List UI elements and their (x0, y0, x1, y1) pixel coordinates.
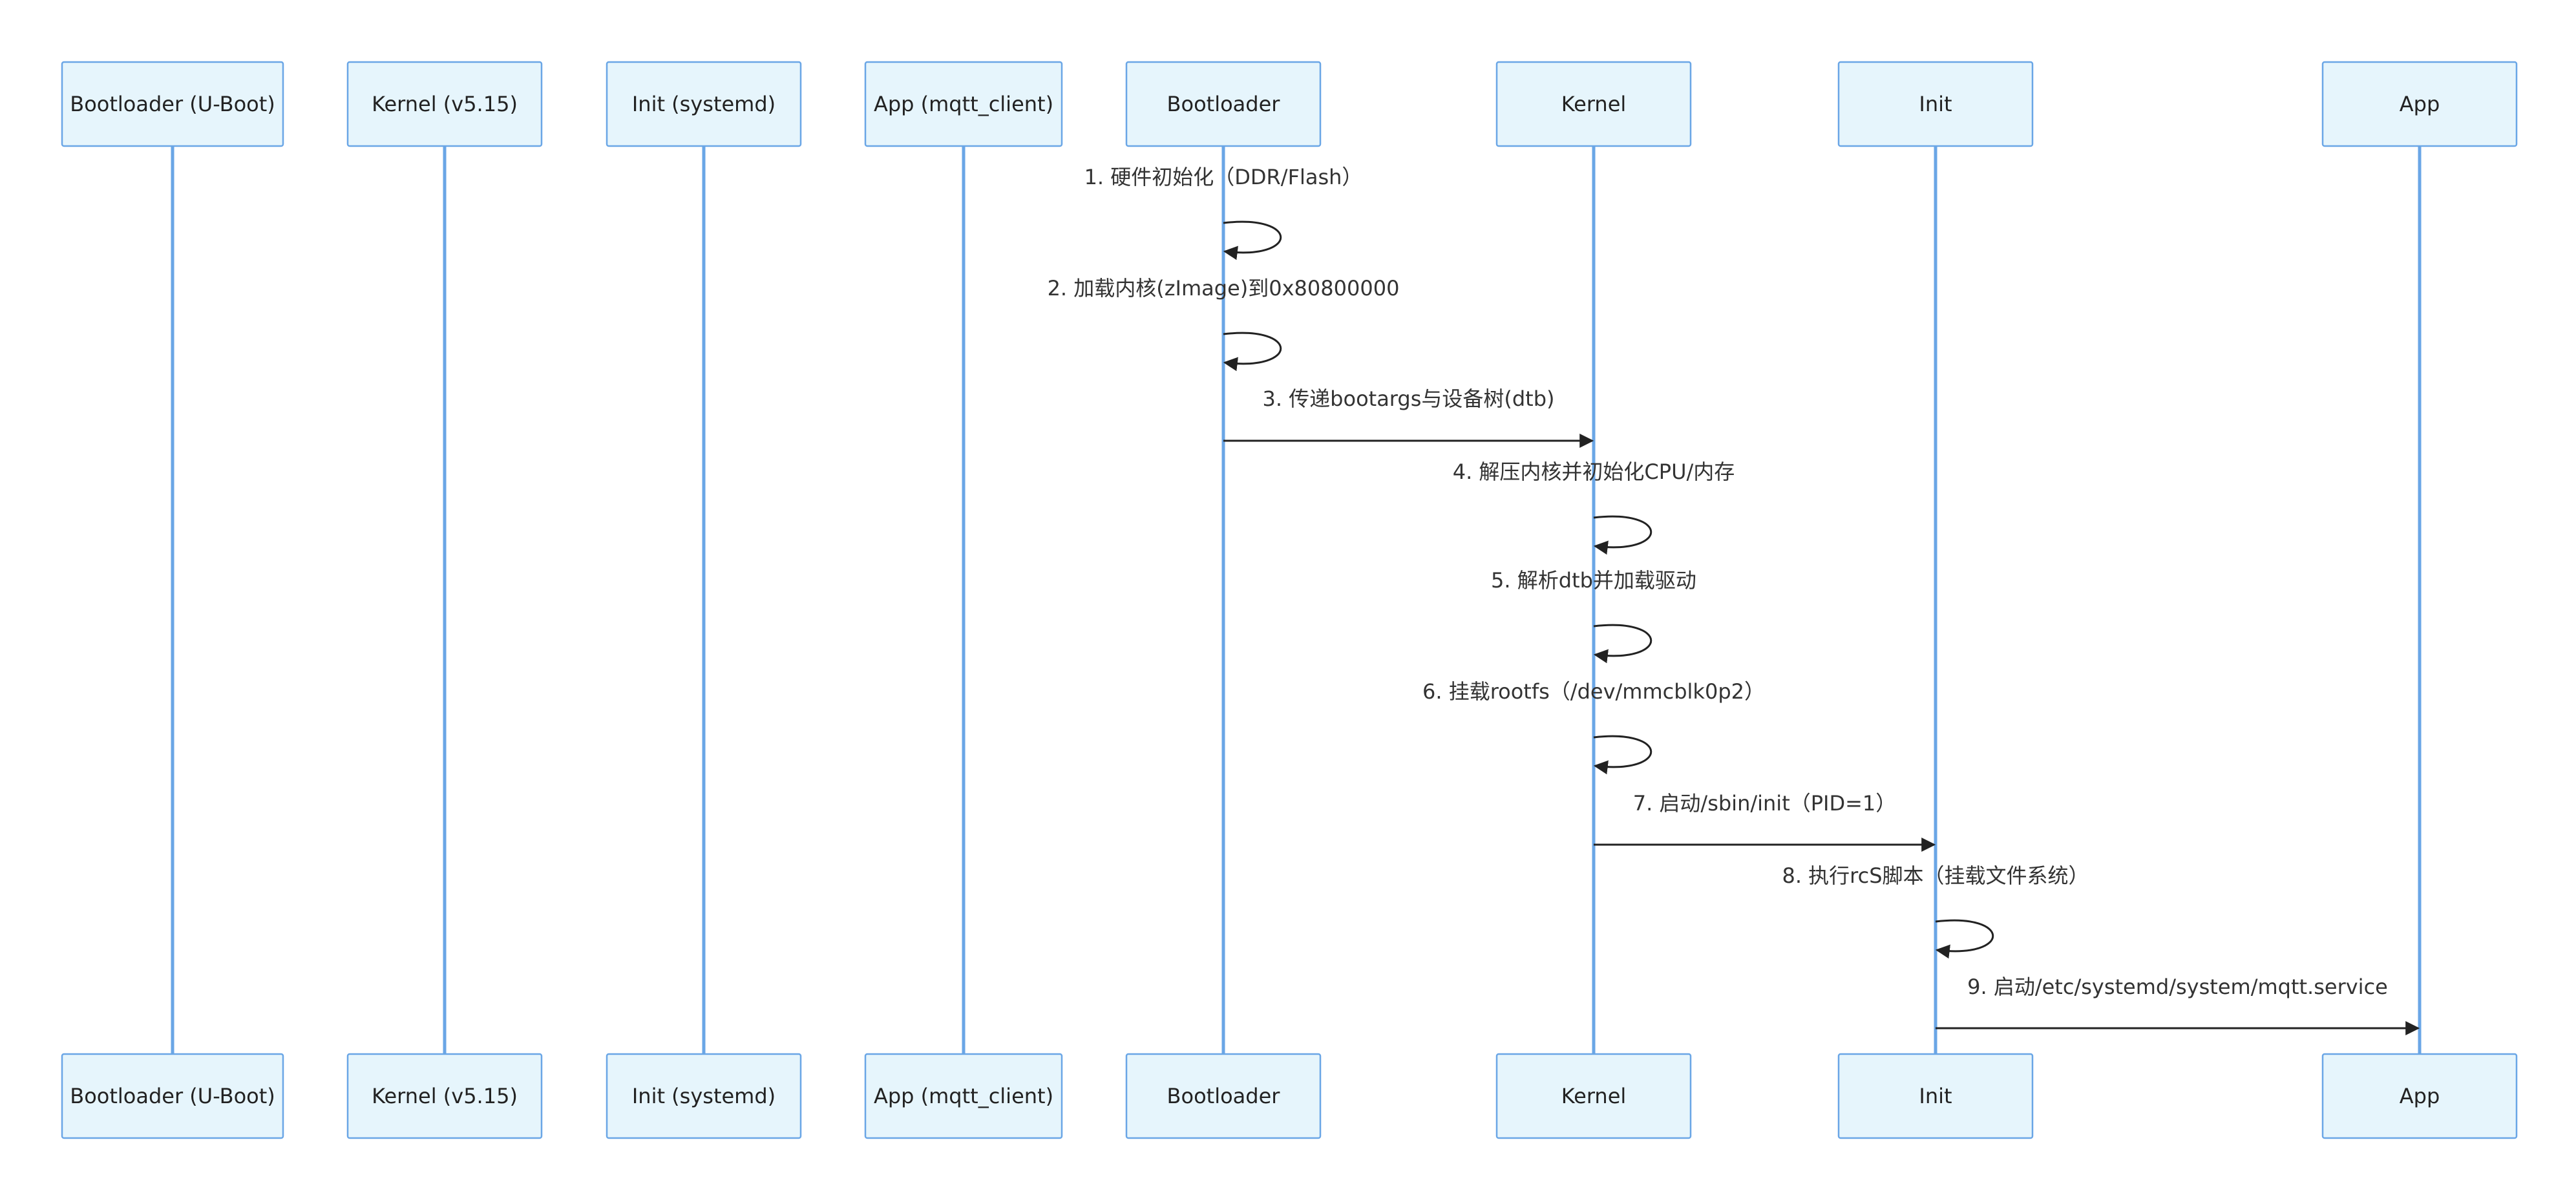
actor-box (606, 1053, 802, 1139)
actor-box (1837, 1053, 2034, 1139)
actor-box (1125, 1053, 1322, 1139)
self-message-arrow (1593, 624, 1652, 664)
actor-label: App (2400, 92, 2440, 116)
message-label: 8. 执行rcS脚本（挂载文件系统） (1782, 863, 2089, 888)
actor-label: Kernel (1561, 92, 1627, 116)
self-message-arrow (1223, 332, 1282, 372)
actor-top-bl_uboot: Bootloader (U-Boot) (61, 61, 284, 147)
actor-top-init: Init (1837, 61, 2034, 147)
actor-box (346, 61, 543, 147)
actor-label: App (2400, 1084, 2440, 1108)
message-label: 4. 解压内核并初始化CPU/内存 (1453, 459, 1735, 484)
message-label: 3. 传递bootargs与设备树(dtb) (1262, 386, 1554, 411)
message-8: 8. 执行rcS脚本（挂载文件系统） (1782, 863, 2089, 959)
actor-box (2321, 61, 2518, 147)
actor-box (606, 61, 802, 147)
actor-label: Bootloader (1167, 1084, 1281, 1108)
actor-label: Bootloader (U-Boot) (70, 1084, 275, 1108)
actor-bottom-kernel: Kernel (1495, 1053, 1692, 1139)
actor-box (346, 1053, 543, 1139)
actor-box (864, 1053, 1063, 1139)
actor-box (864, 61, 1063, 147)
actor-label: Kernel (1561, 1084, 1627, 1108)
actor-label: Kernel (v5.15) (372, 1084, 518, 1108)
self-message-arrow (1223, 220, 1282, 260)
message-label: 1. 硬件初始化（DDR/Flash） (1084, 165, 1363, 189)
actor-label: Init (systemd) (632, 92, 776, 116)
actor-label: App (mqtt_client) (874, 92, 1053, 116)
message-label: 7. 启动/sbin/init（PID=1） (1633, 791, 1897, 816)
actor-label: App (mqtt_client) (874, 1084, 1053, 1108)
message-2: 2. 加载内核(zImage)到0x80800000 (1048, 276, 1400, 372)
message-6: 6. 挂载rootfs（/dev/mmcblk0p2） (1422, 679, 1765, 775)
actor-box (1495, 61, 1692, 147)
actor-box (1125, 61, 1322, 147)
actor-top-app_mqtt: App (mqtt_client) (864, 61, 1063, 147)
actor-top-bootloader: Bootloader (1125, 61, 1322, 147)
message-label: 6. 挂载rootfs（/dev/mmcblk0p2） (1422, 679, 1765, 704)
actor-label: Init (1919, 92, 1952, 116)
actor-label: Bootloader (U-Boot) (70, 92, 275, 116)
actor-top-app: App (2321, 61, 2518, 147)
message-label: 9. 启动/etc/systemd/system/mqtt.service (1967, 975, 2388, 999)
actor-top-kernel: Kernel (1495, 61, 1692, 147)
message-3: 3. 传递bootargs与设备树(dtb) (1223, 386, 1594, 448)
self-message-arrow (1593, 735, 1652, 775)
message-9: 9. 启动/etc/systemd/system/mqtt.service (1936, 975, 2420, 1035)
actor-top-kernel_v515: Kernel (v5.15) (346, 61, 543, 147)
self-message-arrow (1593, 515, 1652, 555)
actor-bottom-bl_uboot: Bootloader (U-Boot) (61, 1053, 284, 1139)
actor-label: Init (1919, 1084, 1952, 1108)
actor-box (61, 61, 284, 147)
message-7: 7. 启动/sbin/init（PID=1） (1594, 791, 1936, 852)
actor-bottom-init: Init (1837, 1053, 2034, 1139)
actor-label: Bootloader (1167, 92, 1281, 116)
actor-bottom-init_systemd: Init (systemd) (606, 1053, 802, 1139)
actor-bottom-app: App (2321, 1053, 2518, 1139)
message-label: 2. 加载内核(zImage)到0x80800000 (1048, 276, 1400, 301)
message-label: 5. 解析dtb并加载驱动 (1491, 568, 1696, 593)
actor-box (61, 1053, 284, 1139)
actor-box (1495, 1053, 1692, 1139)
actor-label: Kernel (v5.15) (372, 92, 518, 116)
actor-bottom-bootloader: Bootloader (1125, 1053, 1322, 1139)
actor-top-init_systemd: Init (systemd) (606, 61, 802, 147)
message-1: 1. 硬件初始化（DDR/Flash） (1084, 165, 1363, 260)
self-message-arrow (1935, 919, 1994, 959)
actor-bottom-app_mqtt: App (mqtt_client) (864, 1053, 1063, 1139)
actor-box (2321, 1053, 2518, 1139)
message-5: 5. 解析dtb并加载驱动 (1491, 568, 1696, 664)
actor-box (1837, 61, 2034, 147)
actor-bottom-kernel_v515: Kernel (v5.15) (346, 1053, 543, 1139)
message-4: 4. 解压内核并初始化CPU/内存 (1453, 459, 1735, 555)
actor-label: Init (systemd) (632, 1084, 776, 1108)
